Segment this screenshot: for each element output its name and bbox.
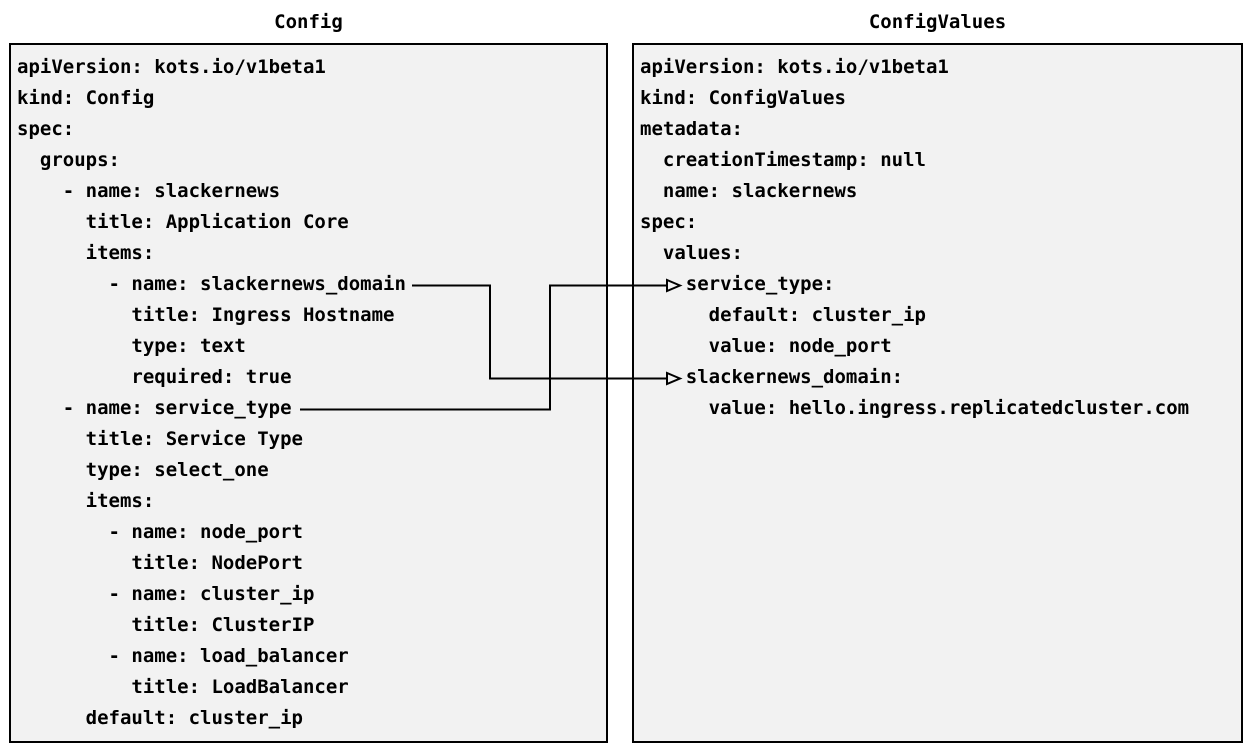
configvalues-yaml-code: apiVersion: kots.io/v1beta1 kind: Config…	[640, 56, 1190, 419]
config-yaml-code: apiVersion: kots.io/v1beta1 kind: Config…	[17, 56, 406, 729]
configvalues-panel-title: ConfigValues	[868, 11, 1007, 33]
config-panel-title: Config	[274, 11, 343, 33]
config-panel: apiVersion: kots.io/v1beta1 kind: Config…	[9, 43, 608, 743]
configvalues-panel: apiVersion: kots.io/v1beta1 kind: Config…	[632, 43, 1243, 743]
